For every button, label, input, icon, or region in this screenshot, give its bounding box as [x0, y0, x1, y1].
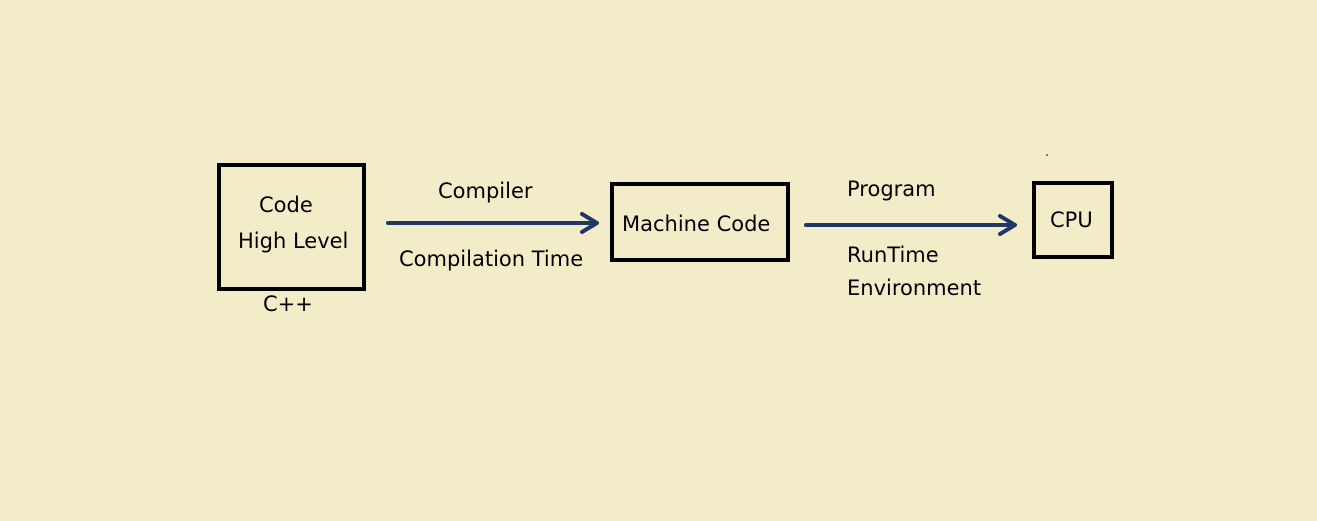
cpu-label: CPU [1050, 208, 1093, 232]
source-language-caption: C++ [263, 292, 313, 316]
source-code-label-line1: Code [259, 193, 313, 217]
machine-code-box [610, 182, 790, 262]
compile-arrow-head [580, 212, 599, 234]
execute-arrow-head [998, 214, 1017, 236]
compile-arrow [386, 212, 599, 234]
stray-dot [1046, 154, 1048, 156]
source-code-box [217, 163, 366, 291]
source-code-label-line2: High Level [238, 229, 349, 253]
cpu-box [1032, 181, 1114, 259]
execute-arrow-label-above: Program [847, 177, 936, 201]
execute-arrow-label-below-line1: RunTime [847, 243, 939, 267]
compile-arrow-label-below: Compilation Time [399, 247, 584, 271]
compile-arrow-label-above: Compiler [438, 179, 533, 203]
machine-code-label: Machine Code [622, 212, 771, 236]
execute-arrow-label-below-line2: Environment [847, 276, 982, 300]
execute-arrow [804, 214, 1017, 236]
